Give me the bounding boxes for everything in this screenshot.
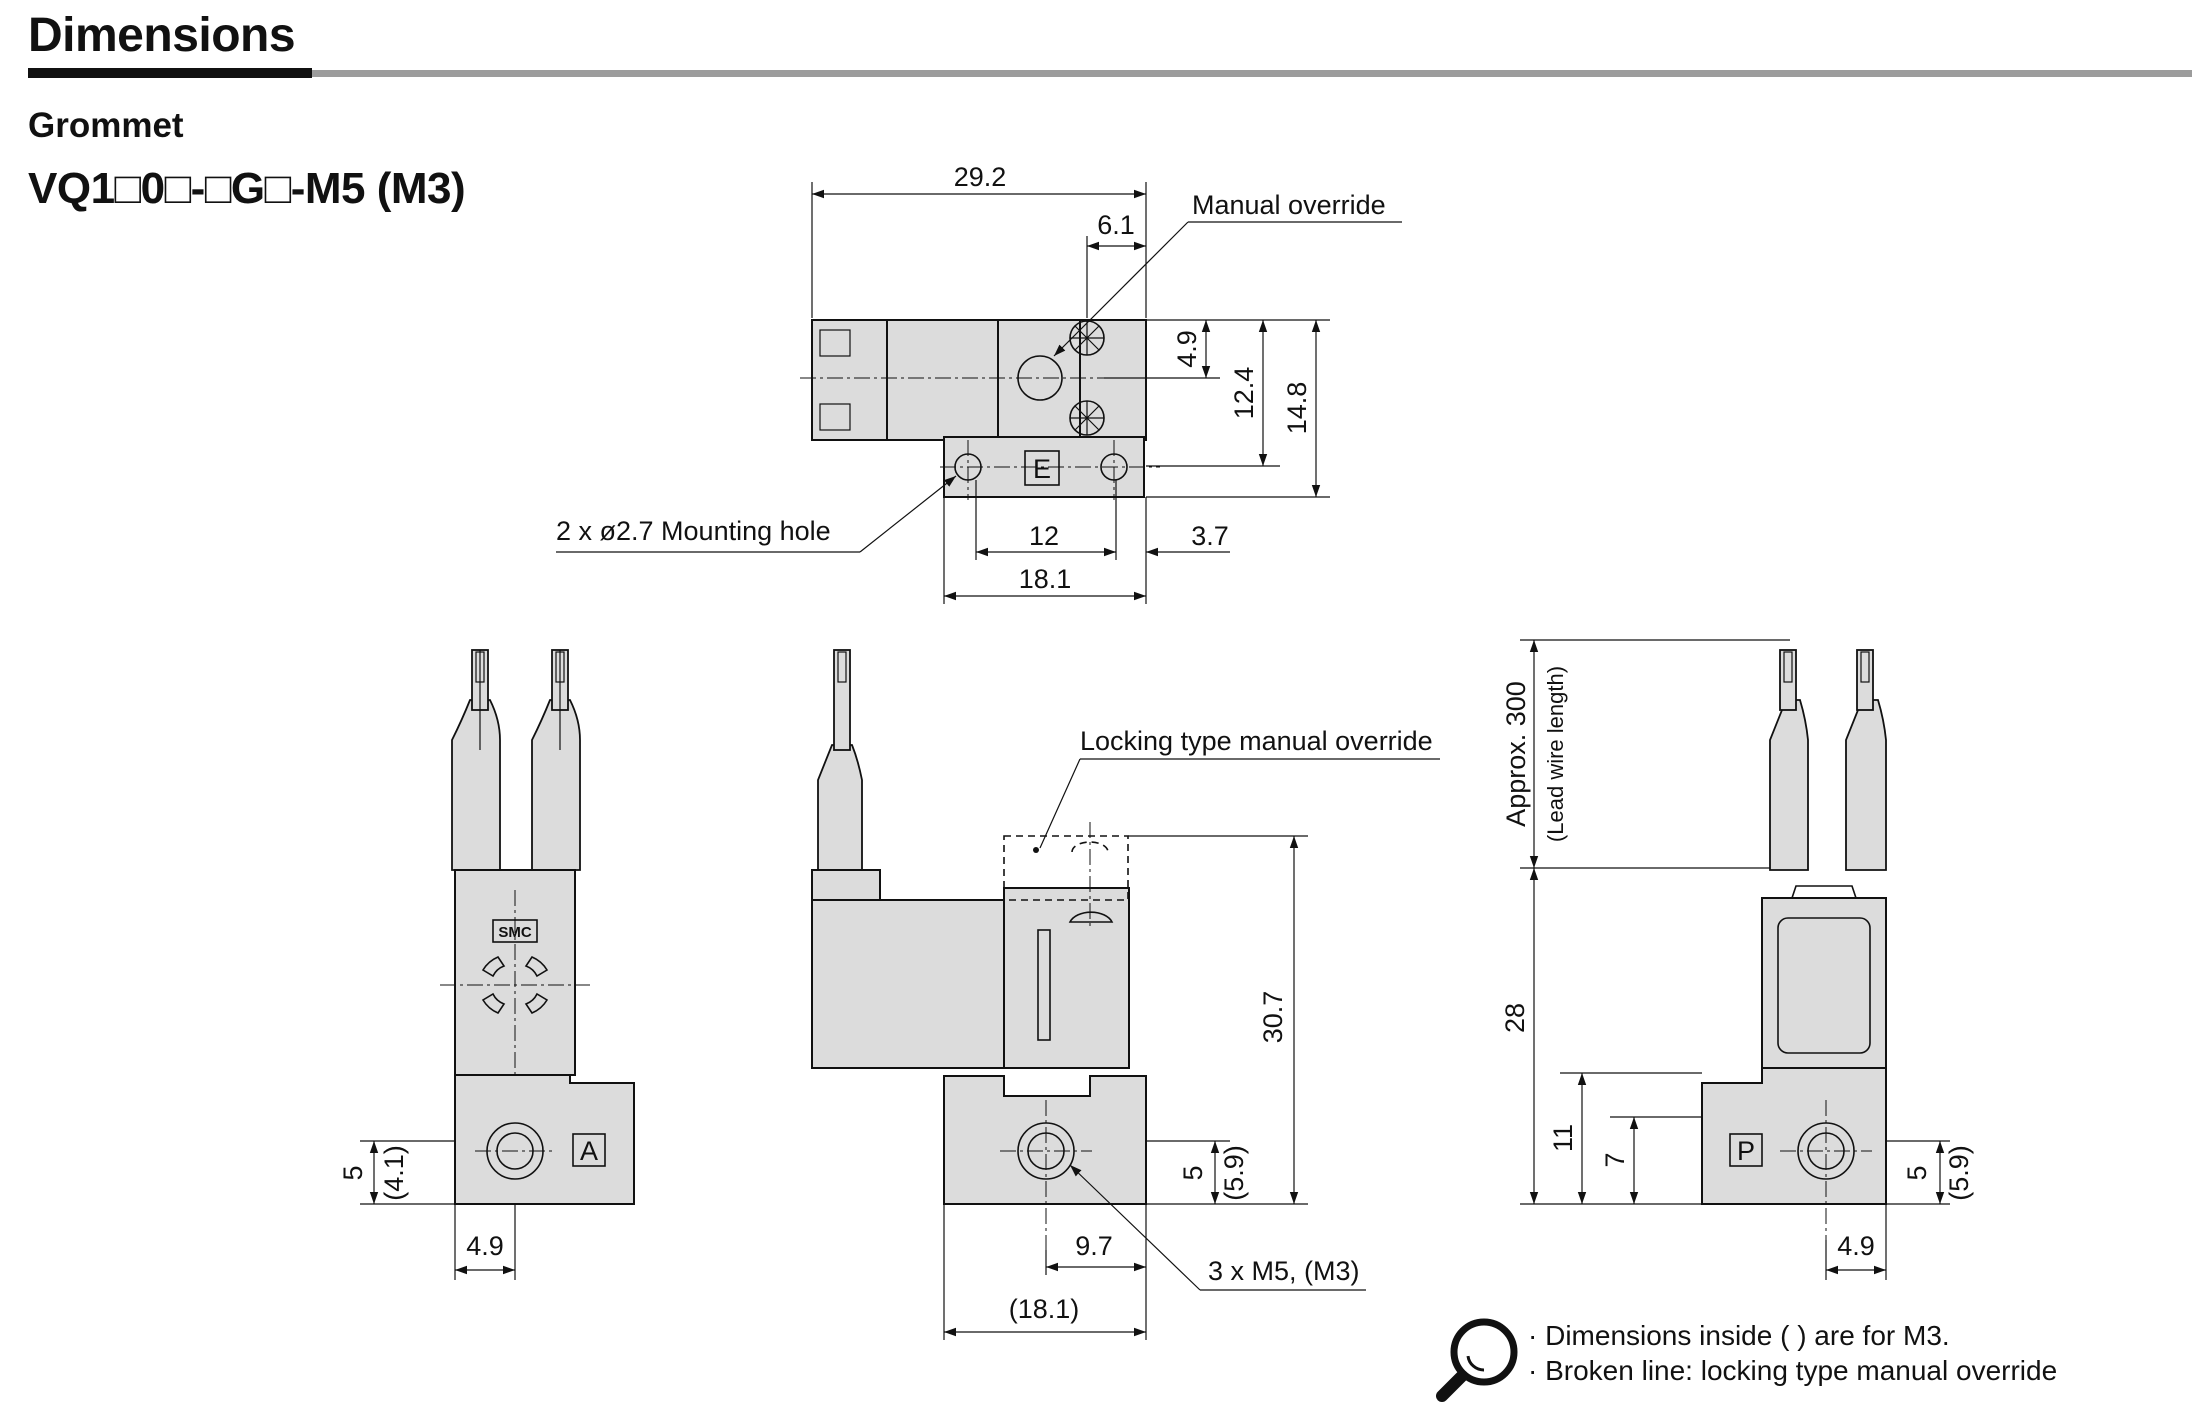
center-dim-9-7: 9.7	[1075, 1231, 1113, 1261]
right-wire-boot-2	[1845, 699, 1887, 871]
center-wire	[833, 649, 851, 751]
dim-3-7: 3.7	[1191, 521, 1229, 551]
port-p-label: P	[1737, 1136, 1755, 1166]
right-coil-window	[1777, 917, 1871, 1054]
center-dim-18-1: (18.1)	[1009, 1294, 1080, 1324]
left-vent-4	[524, 992, 549, 1014]
right-dim-7: 7	[1600, 1152, 1630, 1167]
right-dim-approx-300: Approx. 300	[1501, 681, 1531, 827]
center-connector	[811, 869, 881, 901]
top-terminal-1	[819, 329, 851, 357]
center-dim-30-7: 30.7	[1258, 991, 1288, 1044]
center-dim-5: 5	[1178, 1165, 1208, 1180]
left-dim-4-9: 4.9	[466, 1231, 504, 1261]
title-rule-dark	[28, 68, 312, 78]
left-dim-4-1: (4.1)	[379, 1145, 409, 1201]
right-dim-lead-wire-note: (Lead wire length)	[1543, 666, 1568, 842]
port-p-box	[1729, 1133, 1763, 1167]
center-view: Locking type manual override 30.7 5 (5.9…	[811, 649, 1440, 1340]
left-vent-1	[481, 956, 506, 978]
locking-override-callout: Locking type manual override	[1080, 726, 1433, 756]
center-base-block	[943, 1075, 1147, 1205]
center-coil-body	[811, 899, 1005, 1069]
section-subtitle: Grommet	[28, 106, 184, 145]
left-vent-3	[481, 992, 506, 1014]
port-e-label: E	[1033, 454, 1051, 484]
left-base-block	[454, 1074, 635, 1205]
dim-4-9-top: 4.9	[1172, 330, 1202, 368]
center-override-housing	[1003, 887, 1130, 1069]
ports-callout: 3 x M5, (M3)	[1208, 1256, 1360, 1286]
dim-12-4: 12.4	[1229, 367, 1259, 420]
right-dim-4-9: 4.9	[1837, 1231, 1875, 1261]
center-override-knob	[1068, 911, 1114, 923]
right-dim-5: 5	[1902, 1165, 1932, 1180]
right-dim-11: 11	[1548, 1124, 1578, 1152]
right-valve-body	[1761, 897, 1887, 1069]
right-wire-1	[1779, 649, 1797, 711]
top-override-housing	[997, 319, 1081, 441]
locking-override-outline	[1003, 835, 1129, 901]
dim-14-8: 14.8	[1282, 382, 1312, 435]
dim-18-1: 18.1	[1019, 564, 1072, 594]
port-e-box	[1024, 450, 1060, 486]
dim-6-1: 6.1	[1097, 210, 1135, 240]
dim-12: 12	[1029, 521, 1059, 551]
right-view: P Approx. 300 (Lead wire length) 28 11 7…	[1500, 639, 1974, 1280]
center-wire-boot	[817, 744, 863, 871]
left-wire-boot-2	[531, 699, 581, 871]
port-a-label: A	[580, 1136, 598, 1166]
left-vent-2	[524, 956, 549, 978]
magnifier-icon	[1436, 1318, 1518, 1402]
right-wire-boot-1	[1769, 699, 1809, 871]
left-dim-5: 5	[338, 1165, 368, 1180]
left-view: SMC A 5 (4.1) 4.9	[338, 649, 635, 1280]
port-a-box	[572, 1133, 606, 1167]
note-m3-dimensions: · Dimensions inside ( ) are for M3.	[1528, 1320, 1950, 1351]
model-number: VQ1□0□-□G□-M5 (M3)	[28, 164, 466, 213]
left-wire-boot-1	[451, 699, 501, 871]
dim-29-2: 29.2	[954, 162, 1007, 192]
center-slot	[1037, 929, 1051, 1041]
page-title: Dimensions	[28, 9, 296, 62]
center-dim-5-9: (5.9)	[1219, 1145, 1249, 1201]
top-view: E 29.2 6.1 Manual override 4.9 12.4 14.8	[556, 162, 1402, 604]
right-dim-28: 28	[1500, 1003, 1530, 1033]
top-terminal-2	[819, 403, 851, 431]
right-dim-5-9: (5.9)	[1944, 1145, 1974, 1201]
mounting-hole-callout: 2 x ø2.7 Mounting hole	[556, 516, 831, 546]
title-rule-grey	[312, 70, 2192, 77]
right-wire-2	[1856, 649, 1874, 711]
manual-override-callout: Manual override	[1192, 190, 1386, 220]
note-broken-line: · Broken line: locking type manual overr…	[1528, 1355, 2058, 1386]
